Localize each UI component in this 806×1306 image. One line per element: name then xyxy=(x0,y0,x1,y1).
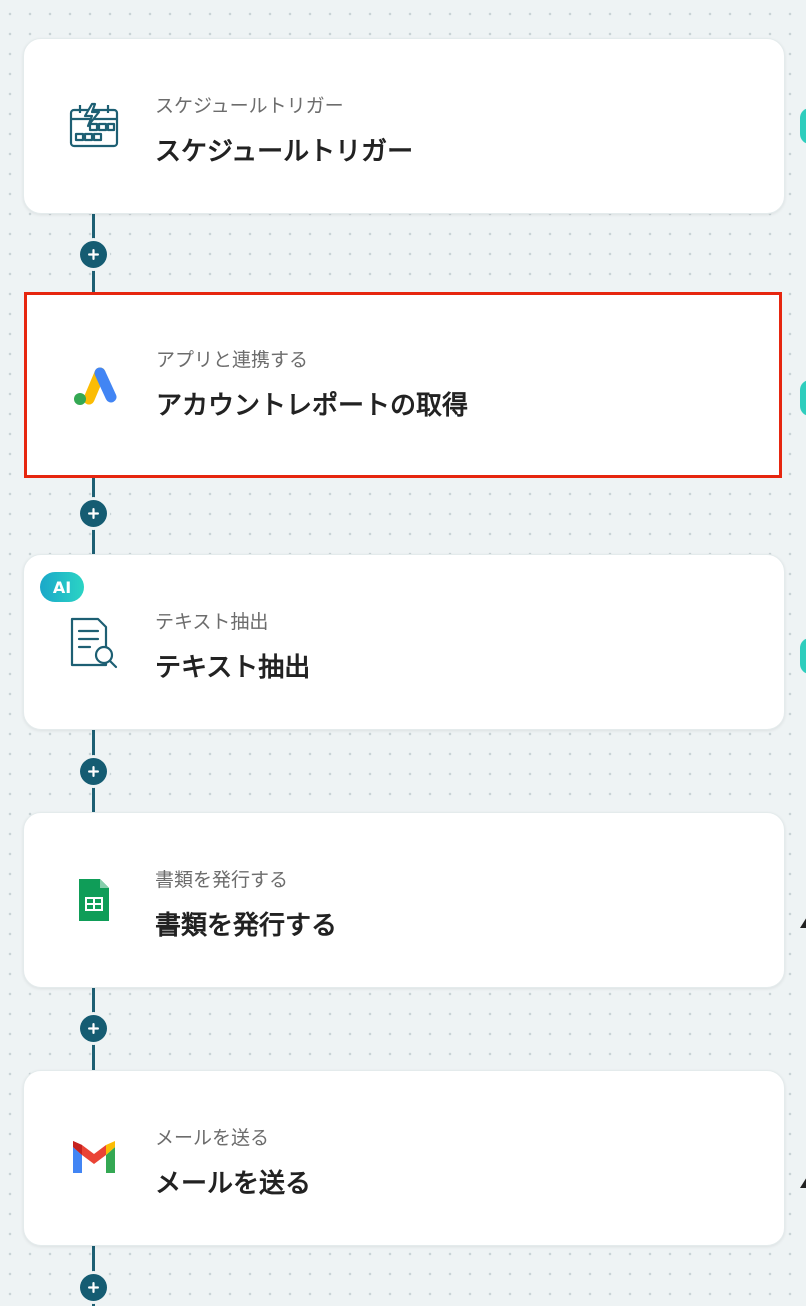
plus-icon xyxy=(88,1023,99,1034)
calendar-lightning-icon xyxy=(66,98,122,154)
add-step-button[interactable] xyxy=(80,758,107,785)
plus-icon xyxy=(88,1282,99,1293)
step-card-schedule-trigger[interactable]: スケジュールトリガー スケジュールトリガー xyxy=(23,38,785,214)
step-title: スケジュールトリガー xyxy=(155,137,414,167)
step-status-indicator xyxy=(800,380,806,416)
step-card-text-extraction[interactable]: テキスト抽出 テキスト抽出 xyxy=(23,554,785,730)
google-sheets-icon xyxy=(66,872,122,928)
gmail-icon xyxy=(66,1130,122,1186)
plus-icon xyxy=(88,508,99,519)
step-subtitle: スケジュールトリガー xyxy=(155,95,344,117)
plus-icon xyxy=(88,249,99,260)
add-step-button[interactable] xyxy=(80,500,107,527)
google-ads-icon xyxy=(67,357,123,413)
step-status-indicator xyxy=(800,108,806,144)
ai-badge: AI xyxy=(40,572,84,602)
step-card-google-ads[interactable]: アプリと連携する アカウントレポートの取得 xyxy=(24,292,782,478)
step-subtitle: アプリと連携する xyxy=(156,349,309,371)
step-menu-icon xyxy=(800,1178,806,1188)
add-step-button[interactable] xyxy=(80,241,107,268)
step-title: 書類を発行する xyxy=(155,911,338,941)
step-menu-icon xyxy=(800,918,806,928)
step-title: テキスト抽出 xyxy=(155,653,311,683)
step-subtitle: メールを送る xyxy=(155,1127,270,1149)
step-card-gmail[interactable]: メールを送る メールを送る xyxy=(23,1070,785,1246)
plus-icon xyxy=(88,766,99,777)
step-title: アカウントレポートの取得 xyxy=(156,391,469,421)
step-subtitle: テキスト抽出 xyxy=(155,611,269,633)
step-subtitle: 書類を発行する xyxy=(155,869,289,891)
document-search-icon xyxy=(66,614,122,670)
add-step-button[interactable] xyxy=(80,1015,107,1042)
step-title: メールを送る xyxy=(155,1169,312,1199)
step-card-google-sheets[interactable]: 書類を発行する 書類を発行する xyxy=(23,812,785,988)
add-step-button[interactable] xyxy=(80,1274,107,1301)
step-status-indicator xyxy=(800,638,806,674)
